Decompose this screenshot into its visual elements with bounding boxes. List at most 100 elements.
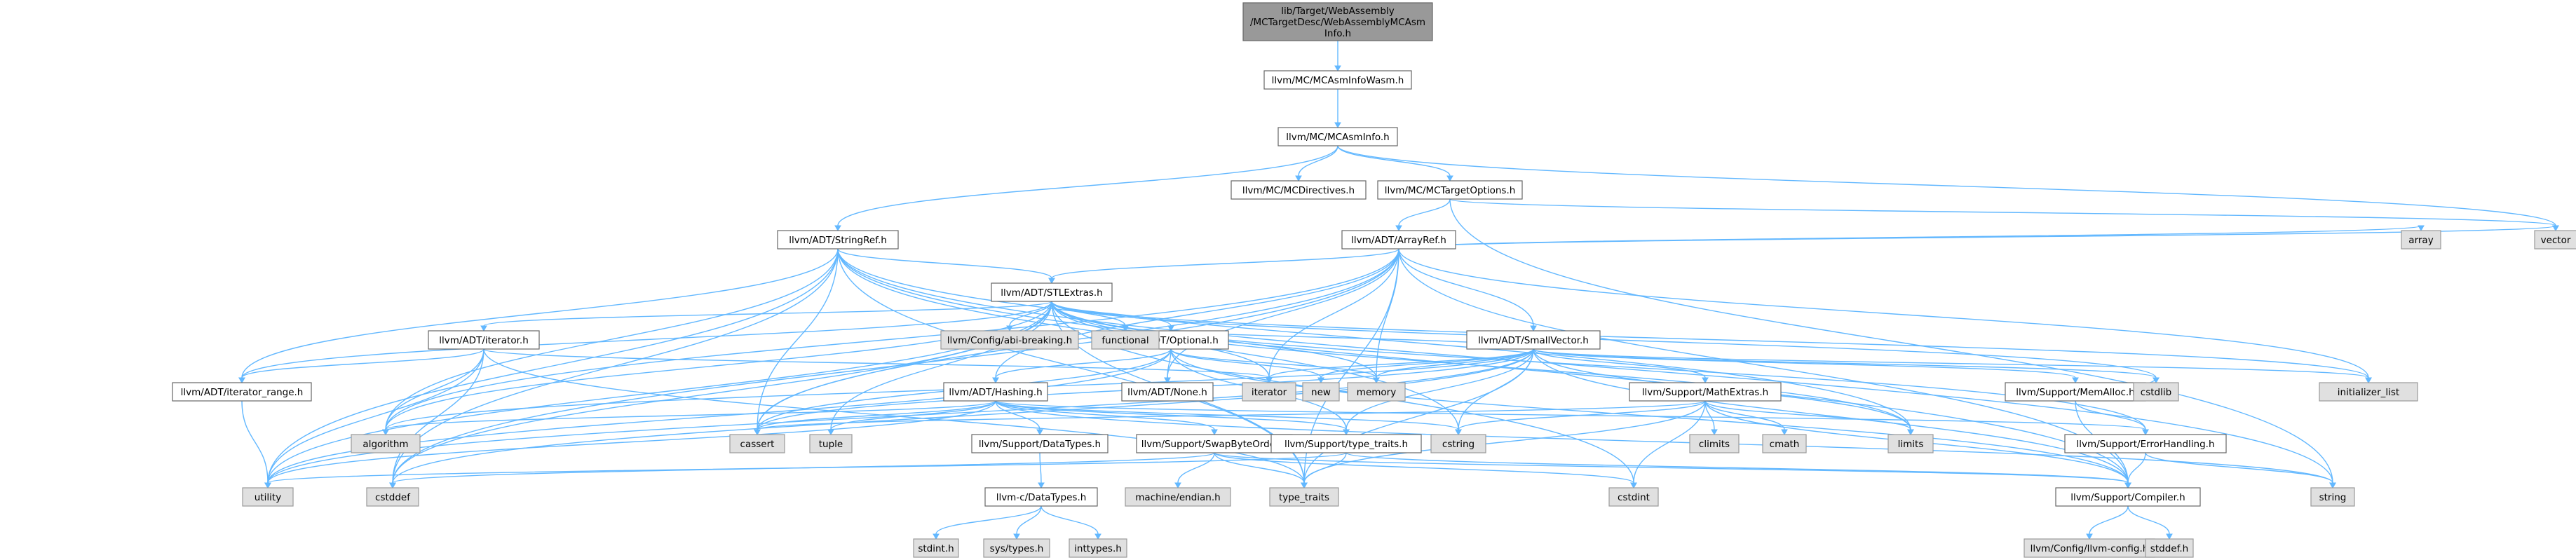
edge-line [995,400,2333,484]
node-adtiterator[interactable]: llvm/ADT/iterator.h [428,330,540,350]
edge-swapbyteorder-to-machineendian [1174,452,1215,489]
node-mcasminfowasm[interactable]: llvm/MC/MCAsmInfoWasm.h [1263,70,1412,90]
node-label: initializer_list [2338,387,2399,398]
edge-line [1214,452,1305,484]
node-memalloc[interactable]: llvm/Support/MemAlloc.h [2005,382,2146,402]
edge-line [837,248,1052,279]
node-mathextras[interactable]: llvm/Support/MathExtras.h [1629,382,1782,402]
edge-line [2089,505,2129,535]
edge-errorhandling-to-string [2145,452,2336,489]
edge-line [385,301,1052,430]
edge-line [267,348,1172,484]
edge-line [1016,505,1042,535]
node-label: climits [1699,439,1730,450]
node-label: cstdint [1618,492,1650,503]
arrowhead [2552,225,2559,232]
node-label: sys/types.h [990,543,1044,554]
node-vector: vector [2534,230,2576,250]
node-none[interactable]: llvm/ADT/None.h [1121,382,1214,402]
arrowhead [834,225,841,232]
edge-line [1337,145,2556,226]
node-label: llvm/Support/SwapByteOrder.h [1141,439,1287,450]
node-root[interactable]: lib/Target/WebAssembly/MCTargetDesc/WebA… [1242,2,1433,41]
edge-swapbyteorder-to-cstdint [1214,452,1637,489]
node-box [983,538,1050,558]
arrowhead [238,377,245,384]
edge-line [385,248,1399,430]
edge-line [2127,452,2146,484]
node-label: llvm/Support/MathExtras.h [1642,387,1768,398]
node-abibreaking: llvm/Config/abi-breaking.h [940,330,1079,350]
edge-stringref-to-stlextras [837,248,1055,285]
arrowhead [1455,429,1462,436]
node-initializer_list: initializer_list [2319,382,2418,402]
node-box [1629,382,1782,402]
node-label: llvm/Support/Compiler.h [2070,492,2185,503]
node-box [1608,487,1659,507]
edge-line [837,145,1338,226]
edge-line [1303,348,1534,484]
arrowhead [1295,175,1302,182]
node-label: cstdlib [2141,387,2171,398]
node-inttypes: inttypes.h [1069,538,1127,558]
node-box [1347,382,1406,402]
node-stlextras[interactable]: llvm/ADT/STLExtras.h [991,282,1113,302]
node-arrayref[interactable]: llvm/ADT/ArrayRef.h [1341,230,1456,250]
edge-swapbyteorder-to-cstddef [389,452,1215,489]
node-errorhandling[interactable]: llvm/Support/ErrorHandling.h [2064,434,2227,453]
edge-line [1320,348,1534,378]
node-box [1887,434,1934,453]
edge-line [1177,452,1215,484]
node-memory: memory [1347,382,1406,402]
node-cassert: cassert [729,434,785,453]
node-llvmconfig: llvm/Config/llvm-config.h [2023,538,2155,558]
node-functional: functional [1091,330,1160,350]
node-box [940,330,1079,350]
arrowhead [389,482,396,489]
edge-root-to-mcasminfowasm [1334,41,1341,72]
node-iteratorrange[interactable]: llvm/ADT/iterator_range.h [172,382,312,402]
node-label: llvm/ADT/iterator.h [439,335,529,346]
node-box [729,434,785,453]
node-box [991,282,1113,302]
edge-hashing-to-errorhandling [995,400,2149,436]
node-mcasminfo[interactable]: llvm/MC/MCAsmInfo.h [1277,127,1398,146]
edge-cdatatypes-to-inttypes [1040,505,1101,540]
node-box [984,487,1098,507]
edge-line [1458,400,1706,430]
node-stringref[interactable]: llvm/ADT/StringRef.h [777,230,899,250]
node-compiler[interactable]: llvm/Support/Compiler.h [2055,487,2201,507]
edge-line [241,400,269,484]
node-datatypes[interactable]: llvm/Support/DataTypes.h [971,434,1109,453]
node-mctargetoptions[interactable]: llvm/MC/MCTargetOptions.h [1377,180,1523,200]
edge-line [267,348,1534,484]
edge-mctargetoptions-to-arrayref [1395,198,1451,232]
edge-arrayref-to-smallvector [1398,248,1537,332]
node-box [242,487,294,507]
edge-cdatatypes-to-stdint [933,505,1042,540]
node-swapbyteorder[interactable]: llvm/Support/SwapByteOrder.h [1136,434,1293,453]
edge-line [995,400,1347,430]
arrowhead [2153,377,2160,384]
node-hashing[interactable]: llvm/ADT/Hashing.h [943,382,1048,402]
node-label: stdint.h [918,543,954,554]
edge-mathextras-to-limits [1704,400,1914,436]
node-cdatatypes[interactable]: llvm-c/DataTypes.h [984,487,1098,507]
edge-mcasminfo-to-mctargetoptions [1337,145,1453,182]
edge-line [1704,400,1911,430]
edge-line [1533,348,2369,378]
node-box [428,330,540,350]
node-mcdirectives[interactable]: llvm/MC/MCDirectives.h [1231,180,1367,200]
node-label: lib/Target/WebAssembly [1281,6,1394,17]
edge-iteratorrange-to-utility [241,400,271,489]
node-label: llvm/ADT/STLExtras.h [1001,287,1102,299]
arrowhead [1630,482,1637,489]
node-label: llvm/ADT/ArrayRef.h [1351,235,1446,246]
node-label: stddef.h [2150,543,2188,554]
node-box [366,487,419,507]
node-box [1270,434,1422,453]
node-typetraits_h[interactable]: llvm/Support/type_traits.h [1270,434,1422,453]
node-smallvector[interactable]: llvm/ADT/SmallVector.h [1466,330,1601,350]
edge-line [995,400,1215,430]
edge-mathextras-to-cstring [1455,400,1706,436]
